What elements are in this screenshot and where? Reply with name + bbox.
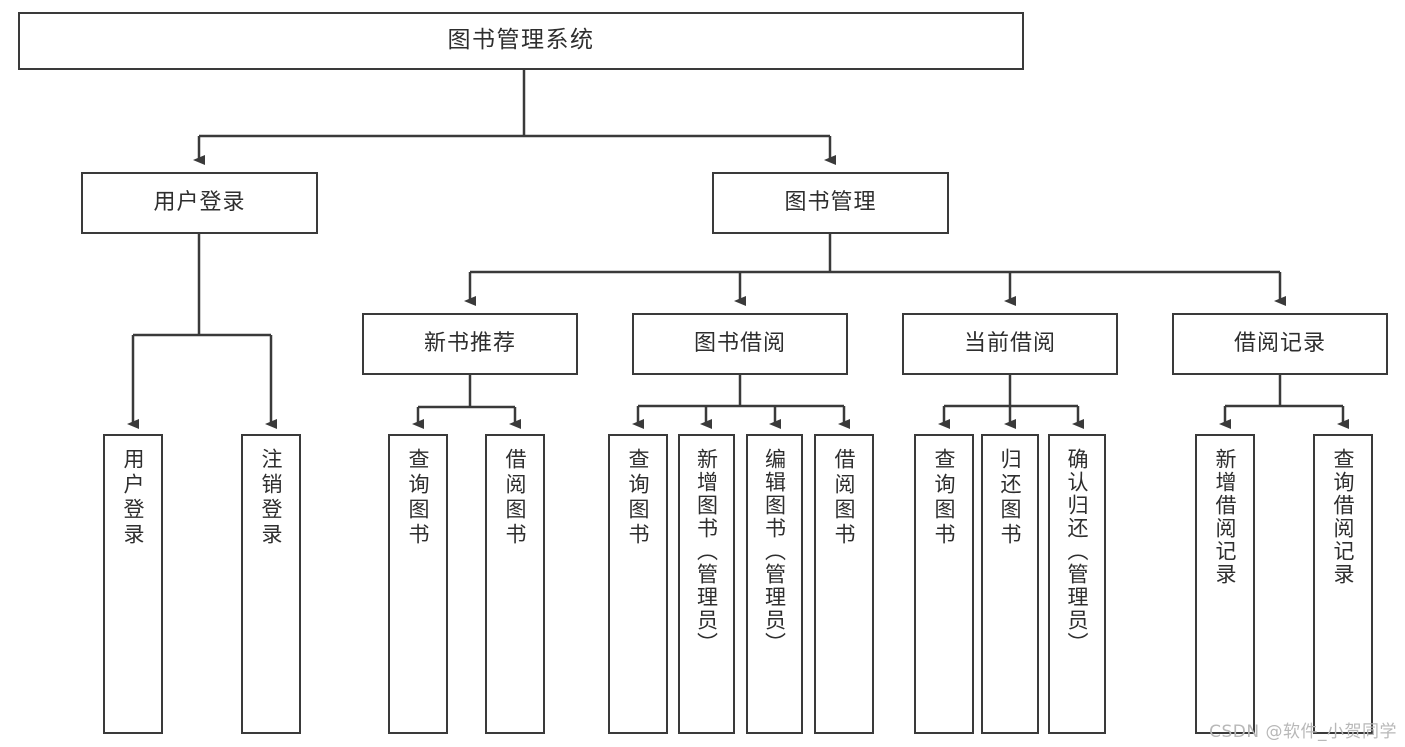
leaf-label: 注销登录 bbox=[259, 448, 284, 548]
leaf-label: 确认归还（管理员） bbox=[1065, 448, 1090, 655]
watermark-text: CSDN @软件_小贺同学 bbox=[1209, 722, 1397, 742]
leaf-confirm-return-admin[interactable]: 确认归还（管理员） bbox=[1048, 434, 1106, 734]
node-current-borrow[interactable]: 当前借阅 bbox=[902, 313, 1118, 375]
node-borrow-record[interactable]: 借阅记录 bbox=[1172, 313, 1388, 375]
leaf-label: 借阅图书 bbox=[503, 448, 528, 548]
leaf-label: 查询图书 bbox=[406, 448, 431, 548]
leaf-query-book-borrow[interactable]: 查询图书 bbox=[608, 434, 668, 734]
leaf-borrow-book-borrow[interactable]: 借阅图书 bbox=[814, 434, 874, 734]
leaf-query-borrow-record[interactable]: 查询借阅记录 bbox=[1313, 434, 1373, 734]
leaf-label: 新增图书（管理员） bbox=[694, 448, 719, 655]
leaf-borrow-book-new[interactable]: 借阅图书 bbox=[485, 434, 545, 734]
leaf-user-login[interactable]: 用户登录 bbox=[103, 434, 163, 734]
leaf-label: 用户登录 bbox=[121, 448, 146, 548]
leaf-query-book-current[interactable]: 查询图书 bbox=[914, 434, 974, 734]
node-label: 当前借阅 bbox=[963, 330, 1056, 356]
node-label: 图书管理系统 bbox=[447, 27, 595, 54]
node-root-system[interactable]: 图书管理系统 bbox=[18, 12, 1024, 70]
leaf-label: 新增借阅记录 bbox=[1213, 448, 1238, 586]
node-new-book-recommend[interactable]: 新书推荐 bbox=[362, 313, 578, 375]
leaf-add-borrow-record[interactable]: 新增借阅记录 bbox=[1195, 434, 1255, 734]
node-user-login[interactable]: 用户登录 bbox=[81, 172, 318, 234]
leaf-label: 查询借阅记录 bbox=[1331, 448, 1356, 586]
leaf-logout[interactable]: 注销登录 bbox=[241, 434, 301, 734]
leaf-label: 查询图书 bbox=[932, 448, 957, 548]
node-label: 用户登录 bbox=[153, 189, 246, 215]
leaf-label: 归还图书 bbox=[998, 448, 1023, 548]
leaf-query-book-new[interactable]: 查询图书 bbox=[388, 434, 448, 734]
node-label: 借阅记录 bbox=[1233, 330, 1326, 356]
leaf-label: 查询图书 bbox=[626, 448, 651, 548]
leaf-return-book[interactable]: 归还图书 bbox=[981, 434, 1039, 734]
node-book-management[interactable]: 图书管理 bbox=[712, 172, 949, 234]
node-label: 图书借阅 bbox=[693, 330, 786, 356]
node-book-borrow[interactable]: 图书借阅 bbox=[632, 313, 848, 375]
leaf-label: 借阅图书 bbox=[832, 448, 857, 548]
leaf-label: 编辑图书（管理员） bbox=[762, 448, 787, 655]
leaf-add-book-admin[interactable]: 新增图书（管理员） bbox=[678, 434, 735, 734]
node-label: 图书管理 bbox=[784, 189, 877, 215]
node-label: 新书推荐 bbox=[423, 330, 516, 356]
leaf-edit-book-admin[interactable]: 编辑图书（管理员） bbox=[746, 434, 803, 734]
